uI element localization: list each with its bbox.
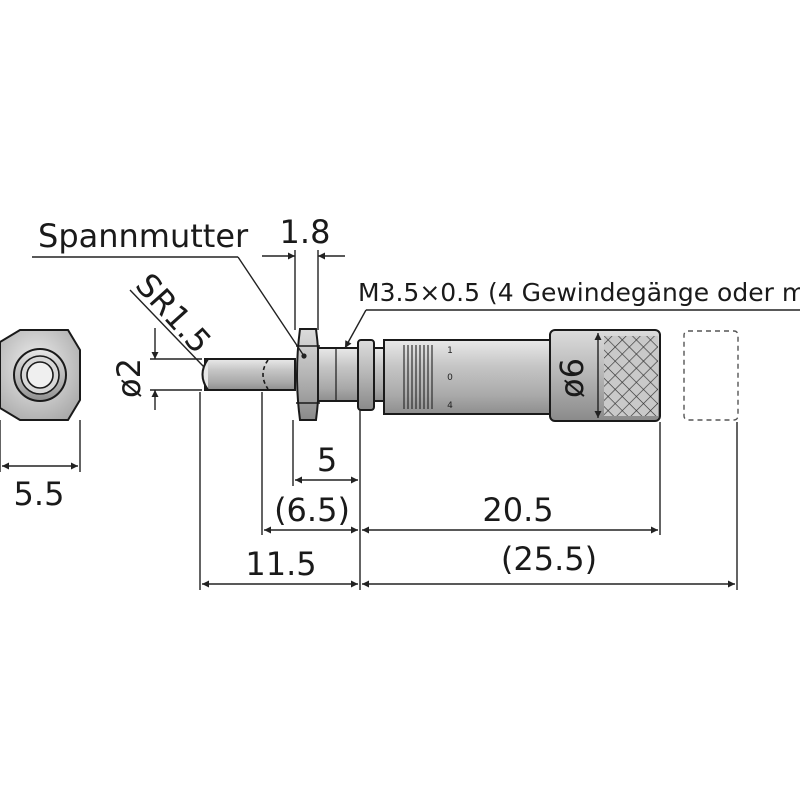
- thread-spec-label: M3.5×0.5 (4 Gewindegänge oder mehr): [358, 278, 800, 307]
- micrometer-side-view: 1 0 4: [201, 328, 739, 422]
- dimension-labels: Spannmutter 1.8 M3.5×0.5 (4 Gewindegänge…: [14, 213, 800, 583]
- dimension-lines: [0, 250, 800, 590]
- spindle: [204, 358, 296, 391]
- scale-tick-label: 0: [447, 373, 453, 383]
- spindle-spherical-tip: [201, 358, 209, 391]
- dim-5-label: 5: [317, 441, 337, 479]
- scale-tick-label: 4: [447, 401, 453, 411]
- scale-tick-label: 1: [447, 346, 453, 356]
- nut-width-label: 1.8: [280, 213, 331, 251]
- clamp-nut: [296, 328, 320, 421]
- thimble-knurl: [604, 336, 658, 416]
- sphere-radius-label: SR1.5: [128, 266, 219, 361]
- spindle-hidden-end: [262, 359, 269, 390]
- thimble-diameter-label: ø6: [553, 358, 591, 398]
- threaded-stem: [317, 347, 359, 402]
- hex-width-label: 5.5: [14, 475, 65, 513]
- spindle-diameter-label: ø2: [110, 358, 148, 398]
- dim-6-5-label: (6.5): [274, 491, 350, 529]
- dim-25-5-label: (25.5): [501, 540, 597, 578]
- sleeve: [383, 339, 553, 415]
- hex-end-view: [0, 329, 81, 421]
- sleeve-ring: [373, 347, 385, 402]
- bore-inner-circle: [26, 361, 54, 389]
- sleeve-graduations: [403, 345, 433, 409]
- extended-position-outline: [683, 330, 739, 421]
- sleeve-collar: [357, 339, 375, 411]
- clamp-nut-label: Spannmutter: [38, 217, 249, 255]
- dim-11-5-label: 11.5: [245, 545, 316, 583]
- dim-20-5-label: 20.5: [482, 491, 553, 529]
